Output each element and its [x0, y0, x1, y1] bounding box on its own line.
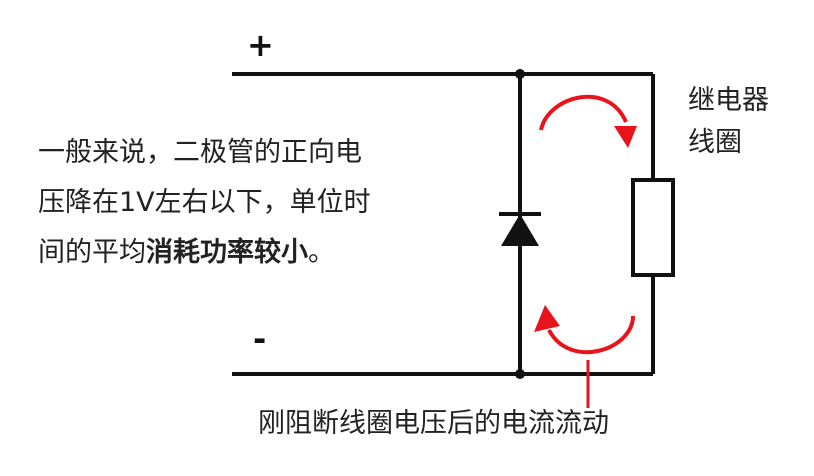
description-paragraph: 一般来说，二极管的正向电 压降在1V左右以下，单位时 间的平均消耗功率较小。 — [38, 128, 438, 278]
diode-triangle — [501, 214, 539, 246]
relay-coil-label: 继电器 线圈 — [688, 80, 769, 164]
relay-coil — [631, 178, 675, 277]
description-line-2: 压降在1V左右以下，单位时 — [38, 187, 371, 218]
description-line-3: 间的平均消耗功率较小。 — [38, 228, 438, 278]
description-line-3-bold: 消耗功率较小 — [146, 237, 308, 268]
current-arrow-top — [539, 94, 628, 131]
junction-dot-top — [515, 69, 525, 79]
description-line-1: 一般来说，二极管的正向电 — [38, 137, 362, 168]
junction-dot-bottom — [515, 369, 525, 379]
plus-terminal-label: + — [247, 26, 274, 64]
current-arrow-bottom — [547, 315, 635, 355]
current-arrowhead-top — [614, 126, 637, 148]
current-flow-caption: 刚阻断线圈电压后的电流流动 — [258, 408, 609, 439]
minus-terminal-label: - — [253, 320, 267, 358]
description-line-3-end: 。 — [308, 237, 335, 268]
relay-label-line-1: 继电器 — [688, 85, 769, 116]
current-arrowhead-bottom — [534, 305, 560, 332]
description-line-3-normal: 间的平均 — [38, 237, 146, 268]
relay-label-line-2: 线圈 — [688, 127, 742, 158]
